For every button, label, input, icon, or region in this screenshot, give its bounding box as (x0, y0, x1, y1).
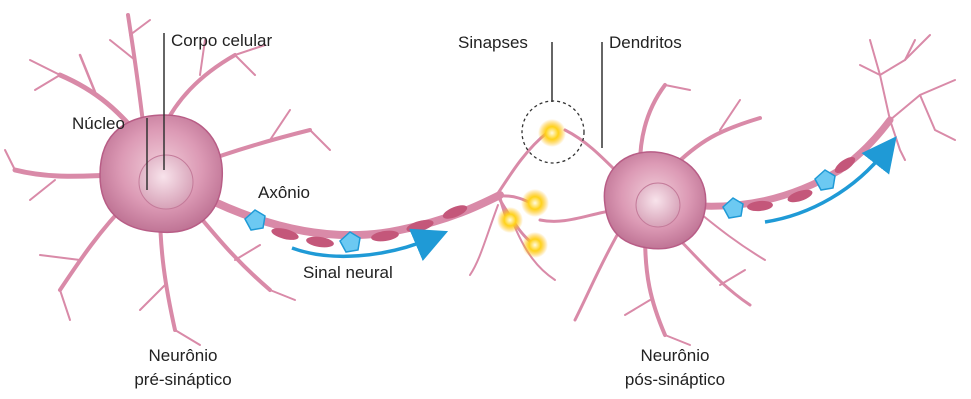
label-sinapses: Sinapses (458, 33, 528, 53)
label-corpo-celular: Corpo celular (171, 31, 272, 51)
label-nucleo: Núcleo (72, 114, 125, 134)
label-pre-neuron-line2: pré-sináptico (118, 370, 248, 390)
label-sinal-neural: Sinal neural (303, 263, 393, 283)
label-pos-neuron-line1: Neurônio (605, 346, 745, 366)
label-pos-neuron-line2: pós-sináptico (605, 370, 745, 390)
label-dendritos: Dendritos (609, 33, 682, 53)
label-pre-neuron-line1: Neurônio (118, 346, 248, 366)
post-nucleus (636, 183, 680, 227)
synapse-glows (497, 119, 566, 258)
label-axonio: Axônio (258, 183, 310, 203)
post-soma (604, 152, 705, 249)
